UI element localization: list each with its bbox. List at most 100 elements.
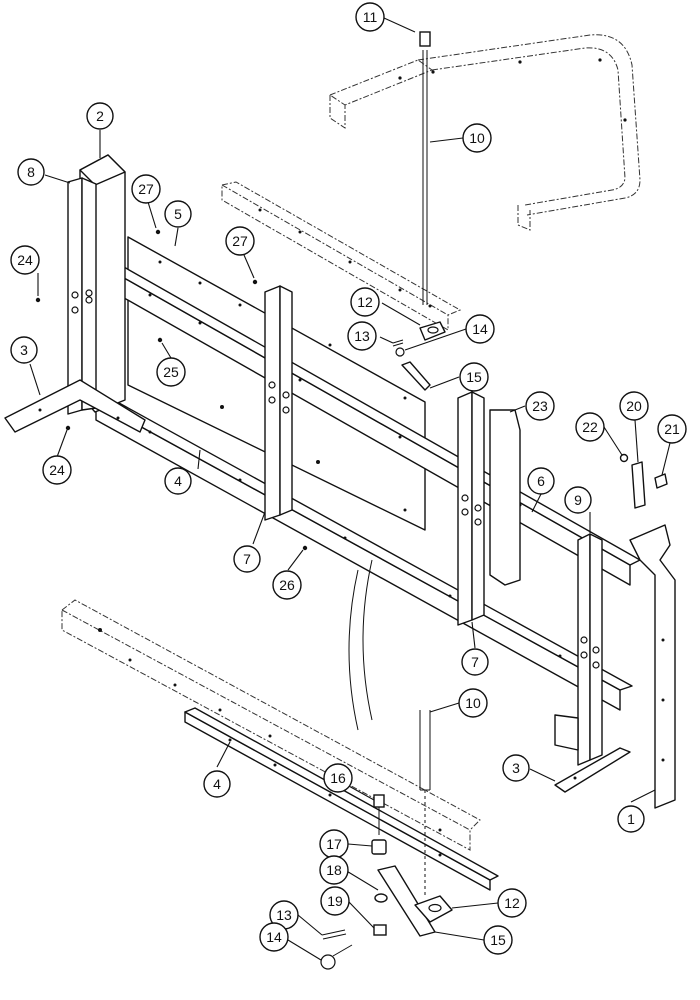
spacer-17 — [371, 839, 387, 855]
callout-14-upper: 14 — [465, 314, 495, 344]
lower-rail-ghost — [61, 599, 481, 851]
fastener-24b — [65, 425, 71, 431]
svg-text:24: 24 — [49, 462, 65, 478]
bracket-23 — [489, 409, 521, 586]
upright-right — [577, 533, 603, 766]
svg-text:12: 12 — [357, 294, 373, 310]
callout-4-lower: 4 — [203, 770, 231, 798]
callout-15-lower: 15 — [483, 925, 513, 955]
svg-text:4: 4 — [213, 776, 221, 792]
corner-post-right — [629, 524, 676, 809]
callout-10-lower: 10 — [458, 688, 488, 718]
svg-text:3: 3 — [512, 760, 520, 776]
channel-center-right — [457, 391, 485, 626]
svg-text:17: 17 — [326, 836, 342, 852]
svg-text:22: 22 — [582, 419, 598, 435]
callout-27-left: 27 — [131, 174, 161, 204]
foot-left — [4, 379, 146, 433]
svg-text:14: 14 — [266, 929, 282, 945]
svg-text:3: 3 — [20, 342, 28, 358]
callout-13-lower: 13 — [269, 900, 299, 930]
cap-nut — [419, 31, 431, 47]
pin-upper — [392, 339, 405, 357]
callout-17: 17 — [319, 829, 349, 859]
callout-7-right: 7 — [461, 648, 489, 676]
svg-text:7: 7 — [471, 654, 479, 670]
break-lines — [348, 559, 373, 731]
pin-13 — [321, 929, 347, 940]
fastener-27b — [252, 279, 258, 285]
foot-right — [554, 714, 631, 793]
svg-text:2: 2 — [96, 108, 104, 124]
plate-20 — [631, 461, 646, 509]
svg-text:7: 7 — [243, 551, 251, 567]
svg-text:5: 5 — [174, 206, 182, 222]
rod-upper — [419, 31, 431, 305]
svg-text:11: 11 — [363, 9, 378, 25]
callout-18: 18 — [319, 855, 349, 885]
nut-19 — [373, 924, 387, 936]
svg-text:25: 25 — [163, 364, 179, 380]
lower-rail-4 — [184, 707, 499, 891]
svg-text:24: 24 — [17, 252, 33, 268]
latch-upper — [419, 321, 446, 341]
callout-14-lower: 14 — [259, 922, 289, 952]
callout-25: 25 — [156, 357, 186, 387]
washer-18 — [374, 893, 388, 903]
callout-10-upper: 10 — [462, 123, 492, 153]
callout-6: 6 — [527, 467, 555, 495]
callout-16: 16 — [323, 763, 353, 793]
svg-text:15: 15 — [490, 932, 506, 948]
callout-11: 11 — [355, 2, 385, 32]
bolt-16 — [373, 794, 385, 835]
fastener-25 — [157, 337, 163, 343]
svg-text:16: 16 — [330, 770, 346, 786]
callout-4-upper: 4 — [164, 467, 192, 495]
svg-text:10: 10 — [469, 130, 485, 146]
svg-text:8: 8 — [27, 164, 35, 180]
channel-center-left — [264, 285, 293, 521]
bolt-21 — [654, 473, 668, 489]
callout-13-upper: 13 — [347, 321, 377, 351]
svg-text:4: 4 — [174, 473, 182, 489]
callout-8: 8 — [17, 158, 45, 186]
svg-text:20: 20 — [626, 398, 642, 414]
svg-text:14: 14 — [472, 321, 488, 337]
callout-20: 20 — [619, 391, 649, 421]
callout-7-left: 7 — [233, 545, 261, 573]
callout-9: 9 — [564, 486, 592, 514]
svg-text:27: 27 — [232, 233, 248, 249]
callout-15-upper: 15 — [459, 362, 489, 392]
callout-12-upper: 12 — [350, 287, 380, 317]
fastener-24a — [35, 297, 41, 303]
rod-lower — [419, 710, 431, 895]
callout-12-lower: 12 — [497, 888, 527, 918]
callout-22: 22 — [575, 412, 605, 442]
callout-3-left: 3 — [10, 336, 38, 364]
svg-text:13: 13 — [354, 328, 370, 344]
callout-24-upper: 24 — [10, 245, 40, 275]
svg-text:23: 23 — [532, 398, 548, 414]
nut-22 — [619, 453, 629, 463]
callout-24-lower: 24 — [42, 455, 72, 485]
svg-text:19: 19 — [327, 893, 343, 909]
latch-12 — [414, 895, 453, 923]
fastener-27a — [155, 229, 161, 235]
svg-text:10: 10 — [465, 695, 481, 711]
callout-27-right: 27 — [225, 226, 255, 256]
ring-14 — [320, 944, 353, 970]
callout-26: 26 — [272, 570, 302, 600]
svg-text:1: 1 — [627, 811, 635, 827]
fastener-26 — [302, 545, 308, 551]
svg-text:13: 13 — [276, 907, 292, 923]
upper-rail-ghost — [221, 181, 462, 331]
svg-text:21: 21 — [664, 421, 680, 437]
callout-2: 2 — [86, 102, 114, 130]
svg-text:15: 15 — [466, 369, 482, 385]
callout-19: 19 — [320, 886, 350, 916]
strap-upper — [401, 361, 431, 391]
leader-lines — [29, 17, 671, 961]
callout-21: 21 — [657, 414, 687, 444]
svg-text:12: 12 — [504, 895, 520, 911]
